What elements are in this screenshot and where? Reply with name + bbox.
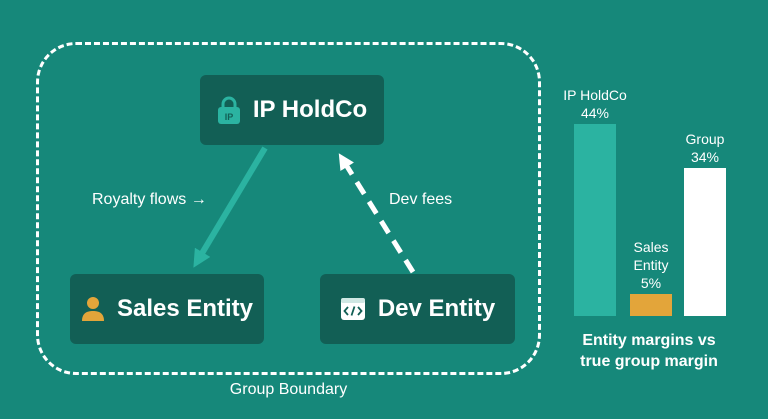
bar-group <box>684 168 726 316</box>
royalty-flow-arrow <box>193 146 268 268</box>
code-window-icon <box>340 297 366 321</box>
group-boundary <box>36 42 541 375</box>
bar-sales-entity <box>630 294 672 316</box>
node-ip-holdco-label: IP HoldCo <box>252 96 368 123</box>
group-boundary-label: Group Boundary <box>229 381 348 398</box>
node-sales-entity: Sales Entity <box>70 274 264 344</box>
royalty-flows-label: Royalty flows → <box>92 191 207 208</box>
node-dev-entity-label: Dev Entity <box>377 295 496 322</box>
node-dev-entity: Dev Entity <box>320 274 515 344</box>
bar-category-label: Entity <box>633 257 669 273</box>
bar-category-label: Group <box>685 131 725 147</box>
bar-label-group: Group 34% <box>665 130 745 166</box>
bar-value-label: 34% <box>690 149 720 165</box>
bar-value-label: 44% <box>580 105 610 121</box>
dev-fees-label: Dev fees <box>389 191 453 208</box>
lock-icon: IP <box>217 95 241 125</box>
bar-ip-holdco <box>574 124 616 316</box>
chart-caption: Entity margins vs true group margin <box>580 332 718 370</box>
svg-text:IP: IP <box>225 112 234 122</box>
person-icon <box>81 296 105 322</box>
node-ip-holdco: IP IP HoldCo <box>200 75 384 145</box>
bar-label-ip-holdco: IP HoldCo 44% <box>555 86 635 122</box>
dev-fees-arrow <box>338 153 416 274</box>
bar-category-label: IP HoldCo <box>563 87 627 103</box>
bar-value-label: 5% <box>640 275 662 291</box>
bar-category-label: Sales <box>633 239 669 255</box>
node-sales-entity-label: Sales Entity <box>116 295 254 322</box>
